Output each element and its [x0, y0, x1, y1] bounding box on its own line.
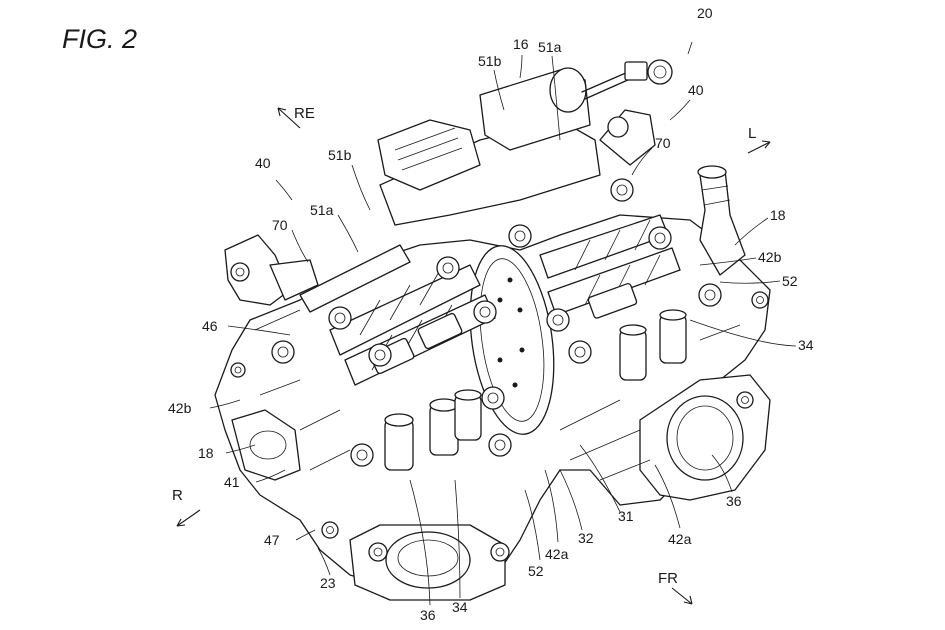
intake-port-bottom — [385, 531, 471, 589]
left-fitting — [224, 234, 319, 306]
label-42a-bottom: 42a — [545, 546, 569, 562]
label-16: 16 — [513, 36, 529, 52]
label-70-right: 70 — [655, 135, 671, 151]
label-46: 46 — [202, 318, 218, 334]
label-40-right: 40 — [688, 82, 704, 98]
direction-arrows — [176, 107, 771, 605]
label-51b-left: 51b — [328, 147, 352, 163]
arrow-re — [277, 107, 301, 129]
direction-re-label: RE — [294, 105, 315, 122]
cylinder-head-drawing — [214, 59, 771, 601]
variable-valve-actuator — [377, 67, 656, 226]
arrow-l — [747, 140, 771, 154]
arrow-fr — [671, 587, 693, 605]
label-47: 47 — [264, 532, 280, 548]
label-51a-top: 51a — [538, 39, 562, 55]
direction-fr-label: FR — [658, 570, 678, 587]
label-34-right: 34 — [798, 337, 814, 353]
figure-title: FIG. 2 — [62, 24, 137, 54]
label-40-left: 40 — [255, 155, 271, 171]
label-51a-left: 51a — [310, 202, 334, 218]
direction-r-label: R — [172, 487, 183, 504]
left-lower-fitting — [231, 409, 301, 481]
valve-lifters-left — [384, 389, 482, 471]
sensor-unit — [581, 59, 673, 100]
label-32: 32 — [578, 530, 594, 546]
label-42a-right: 42a — [668, 531, 692, 547]
label-20: 20 — [697, 5, 713, 21]
label-18-right: 18 — [770, 207, 786, 223]
arrow-r — [176, 509, 201, 527]
direction-labels: RE L R FR — [172, 105, 756, 587]
leader-lines — [209, 41, 797, 606]
exhaust-port-right — [666, 395, 744, 481]
label-36-right: 36 — [726, 493, 742, 509]
label-34-bottom: 34 — [452, 599, 468, 615]
head-bolts — [271, 178, 722, 467]
reference-labels: 20 16 51a 51b 40 70 18 42b 52 34 36 42a … — [168, 5, 814, 623]
label-42b-right: 42b — [758, 249, 782, 265]
right-camshaft-assembly — [539, 214, 681, 319]
label-36-bottom: 36 — [420, 607, 436, 623]
label-52-right: 52 — [782, 273, 798, 289]
valve-lifters-right — [619, 309, 687, 381]
right-fitting — [697, 165, 746, 276]
label-52-bottom: 52 — [528, 563, 544, 579]
label-18-left: 18 — [198, 445, 214, 461]
label-51b-top: 51b — [478, 53, 502, 69]
label-70-left: 70 — [272, 217, 288, 233]
label-23: 23 — [320, 575, 336, 591]
direction-l-label: L — [748, 125, 756, 142]
label-42b-left: 42b — [168, 400, 192, 416]
flange-bolt-holes — [230, 291, 769, 562]
label-31: 31 — [618, 508, 634, 524]
label-41: 41 — [224, 474, 240, 490]
